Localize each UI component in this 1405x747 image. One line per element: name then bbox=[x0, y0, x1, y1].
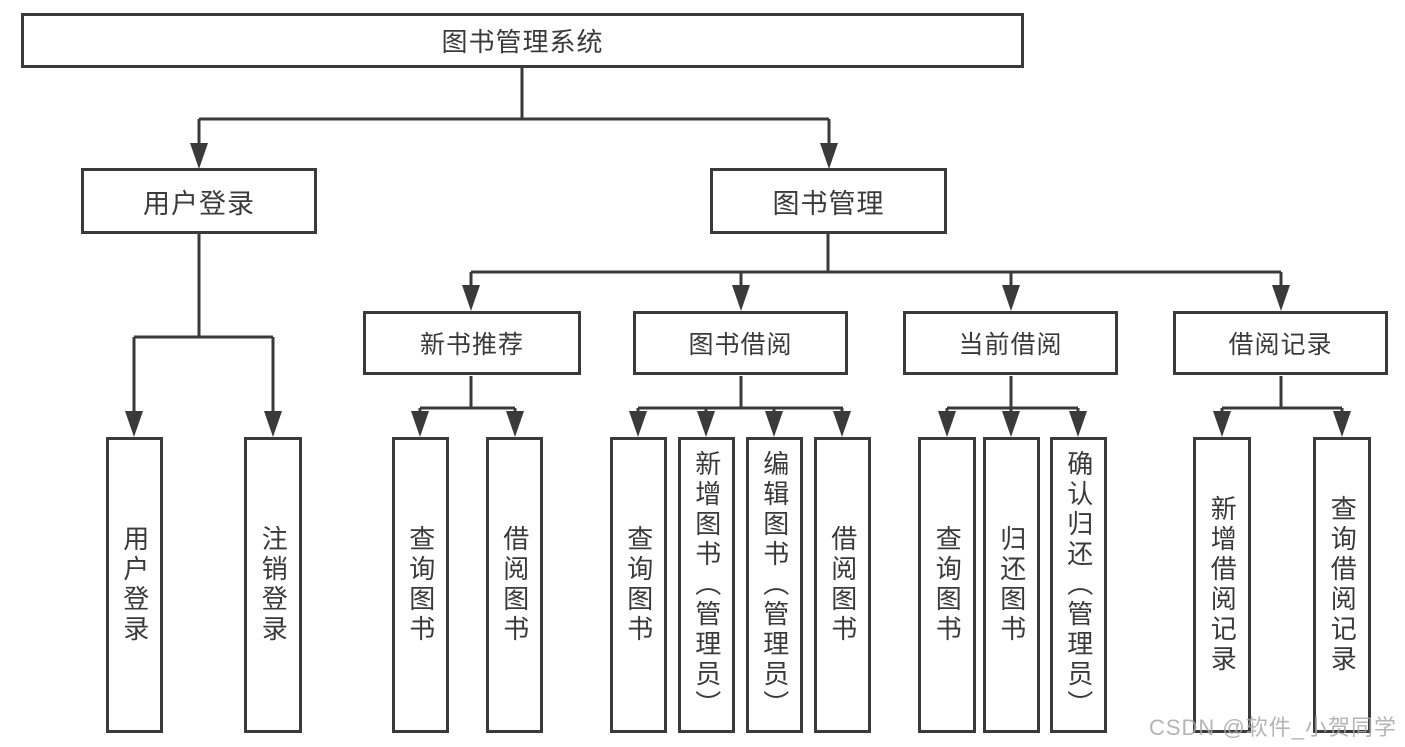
node-user-login: 用户登录 bbox=[81, 168, 317, 234]
node-label: 归还图书 bbox=[996, 525, 1027, 645]
node-label: 借阅图书 bbox=[827, 525, 858, 645]
node-label: 查询借阅记录 bbox=[1327, 495, 1358, 675]
node-label: 编辑图书（管理员） bbox=[759, 450, 790, 720]
leaf-query-books-current: 查询图书 bbox=[918, 437, 976, 733]
leaf-confirm-return-admin: 确认归还（管理员） bbox=[1050, 437, 1107, 733]
node-borrowing-records: 借阅记录 bbox=[1173, 311, 1388, 375]
node-book-borrowing: 图书借阅 bbox=[633, 311, 848, 375]
node-label: 查询图书 bbox=[623, 525, 654, 645]
arrowheads bbox=[125, 143, 1351, 437]
node-label: 用户登录 bbox=[119, 525, 150, 645]
node-label: 图书管理 bbox=[772, 188, 885, 219]
leaf-query-books-recommend: 查询图书 bbox=[392, 437, 449, 733]
leaf-borrow-books-recommend: 借阅图书 bbox=[486, 437, 543, 733]
leaf-add-borrow-record: 新增借阅记录 bbox=[1193, 437, 1251, 733]
leaf-user-login: 用户登录 bbox=[106, 437, 163, 733]
node-new-book-recommend: 新书推荐 bbox=[363, 311, 581, 375]
leaf-return-books: 归还图书 bbox=[983, 437, 1040, 733]
node-label: 查询图书 bbox=[405, 525, 436, 645]
leaf-borrow-books: 借阅图书 bbox=[814, 437, 871, 733]
leaf-logout: 注销登录 bbox=[244, 437, 302, 733]
node-label: 用户登录 bbox=[143, 188, 255, 219]
node-label: 新增图书（管理员） bbox=[691, 450, 722, 720]
leaf-edit-books-admin: 编辑图书（管理员） bbox=[746, 437, 803, 733]
node-label: 注销登录 bbox=[258, 525, 289, 645]
node-book-management: 图书管理 bbox=[710, 168, 947, 234]
node-label: 确认归还（管理员） bbox=[1063, 450, 1094, 720]
node-label: 新增借阅记录 bbox=[1207, 495, 1238, 675]
node-label: 当前借阅 bbox=[958, 331, 1063, 359]
node-label: 图书管理系统 bbox=[441, 27, 604, 57]
leaf-add-books-admin: 新增图书（管理员） bbox=[678, 437, 735, 733]
node-book-management-system: 图书管理系统 bbox=[21, 13, 1024, 68]
leaf-query-borrow-record: 查询借阅记录 bbox=[1313, 437, 1371, 733]
leaf-query-books-borrowing: 查询图书 bbox=[610, 437, 667, 733]
node-current-borrowing: 当前借阅 bbox=[903, 311, 1118, 375]
node-label: 借阅图书 bbox=[499, 525, 530, 645]
node-label: 新书推荐 bbox=[419, 331, 524, 359]
node-label: 借阅记录 bbox=[1228, 331, 1333, 359]
node-label: 查询图书 bbox=[932, 525, 963, 645]
node-label: 图书借阅 bbox=[688, 331, 793, 359]
